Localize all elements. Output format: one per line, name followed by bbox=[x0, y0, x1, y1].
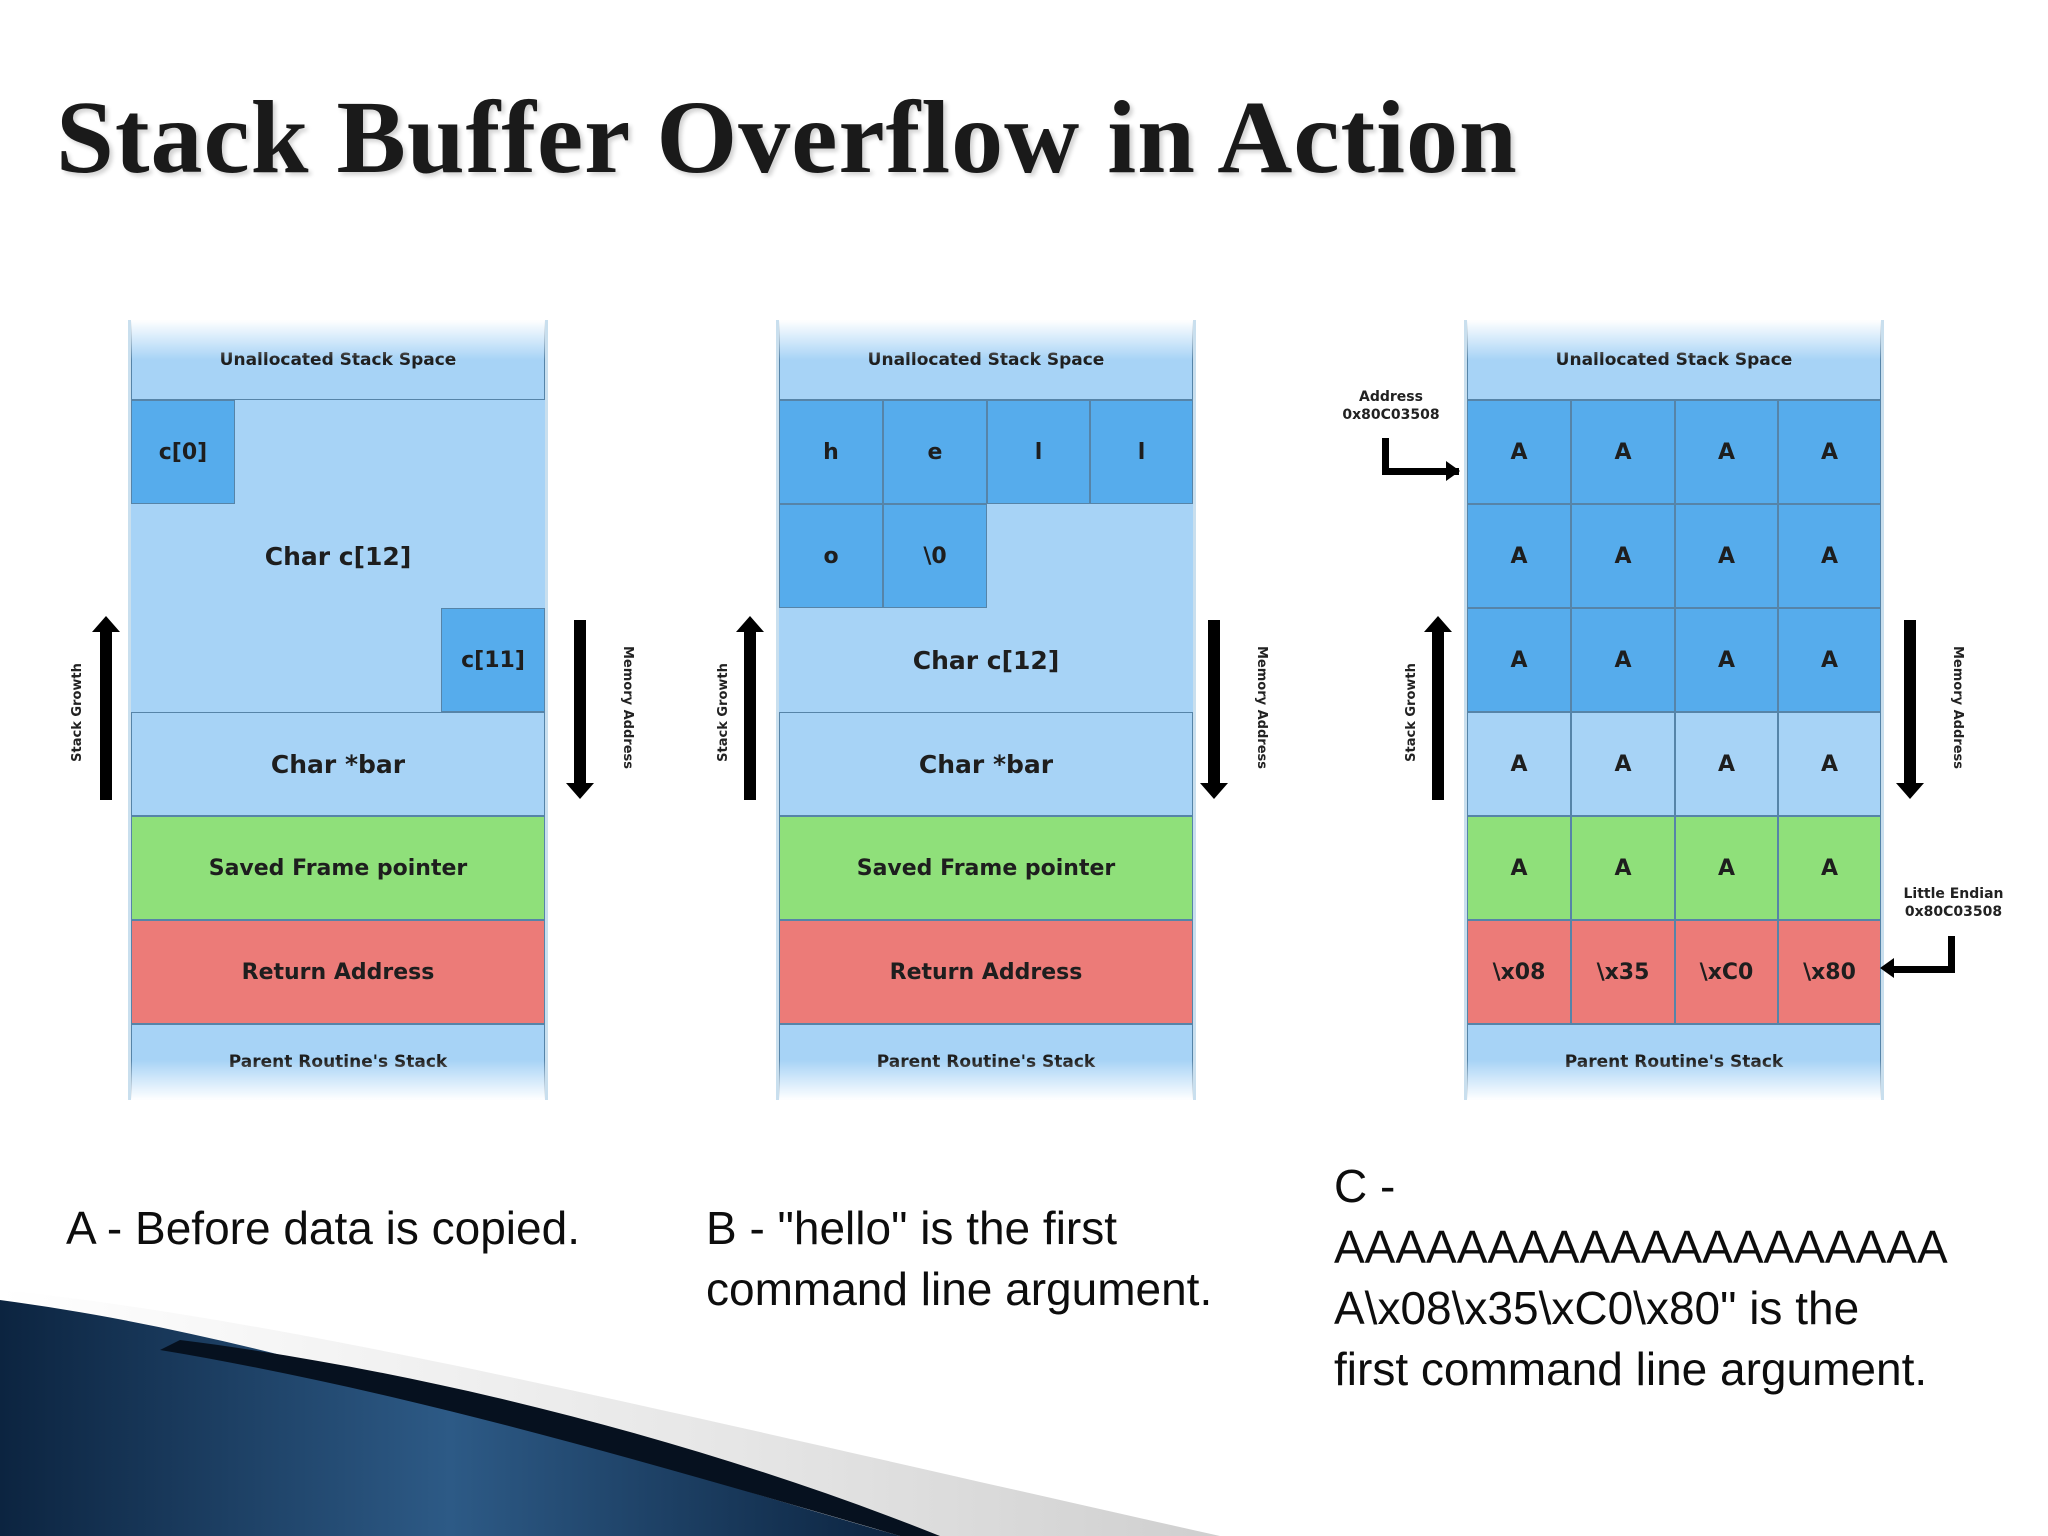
memory-address-label: Memory Address bbox=[620, 645, 636, 770]
unallocated-stack-space: Unallocated Stack Space bbox=[131, 320, 545, 400]
caption-c-line: C - bbox=[1334, 1160, 1396, 1212]
parent-routine-stack: Parent Routine's Stack bbox=[779, 1024, 1193, 1100]
buffer-cell: l bbox=[987, 400, 1090, 504]
little-endian-value: 0x80C03508 bbox=[1904, 904, 2003, 920]
stack-growth-label: Stack Growth bbox=[1403, 663, 1419, 762]
address-value: 0x80C03508 bbox=[1342, 407, 1440, 423]
memory-address-arrow-icon bbox=[1896, 620, 1924, 799]
return-address-byte: \x35 bbox=[1571, 920, 1675, 1024]
overflow-cell-bar: A bbox=[1778, 712, 1881, 816]
caption-b: B - "hello" is the first command line ar… bbox=[706, 1202, 1213, 1315]
char-buffer-label: Char c[12] bbox=[912, 645, 1060, 675]
stack-diagram-c: Unallocated Stack Space A A A A A A A A … bbox=[1464, 320, 1884, 1100]
overflow-cell: A bbox=[1571, 608, 1675, 712]
overflow-cell: A bbox=[1467, 504, 1571, 608]
overflow-cell-frame: A bbox=[1675, 816, 1778, 920]
stack-diagram-b: Unallocated Stack Space h e l l o \0 Cha… bbox=[776, 320, 1196, 1100]
return-address: Return Address bbox=[131, 920, 545, 1024]
address-pointer-arrowhead-icon bbox=[1446, 461, 1460, 481]
overflow-cell-frame: A bbox=[1778, 816, 1881, 920]
address-label: Address bbox=[1359, 389, 1423, 405]
caption-c-line: A\x08\x35\xC0\x80" is the bbox=[1334, 1282, 1860, 1334]
return-address: Return Address bbox=[779, 920, 1193, 1024]
overflow-cell: A bbox=[1778, 400, 1881, 504]
return-address-byte: \xC0 bbox=[1675, 920, 1778, 1024]
stack-growth-label: Stack Growth bbox=[69, 663, 85, 762]
saved-frame-pointer: Saved Frame pointer bbox=[131, 816, 545, 920]
endian-pointer-arrowhead-icon bbox=[1880, 958, 1894, 978]
endian-pointer-arrow-icon bbox=[1892, 936, 1955, 973]
overflow-cell-frame: A bbox=[1571, 816, 1675, 920]
char-buffer-label: Char c[12] bbox=[264, 541, 412, 571]
address-pointer-arrow-icon bbox=[1382, 438, 1459, 475]
caption-c-line: AAAAAAAAAAAAAAAAAAAA bbox=[1334, 1221, 1948, 1273]
buffer-cell: e bbox=[883, 400, 987, 504]
unallocated-stack-space: Unallocated Stack Space bbox=[1467, 320, 1881, 400]
stack-growth-arrow-icon bbox=[1424, 616, 1452, 800]
stack-growth-arrow-icon bbox=[92, 616, 120, 800]
caption-a: A - Before data is copied. bbox=[66, 1202, 580, 1254]
stack-diagram-a: Unallocated Stack Space c[0] Char c[12] … bbox=[128, 320, 548, 1100]
buffer-cell: l bbox=[1090, 400, 1193, 504]
overflow-cell: A bbox=[1675, 608, 1778, 712]
saved-frame-pointer: Saved Frame pointer bbox=[779, 816, 1193, 920]
return-address-byte: \x08 bbox=[1467, 920, 1571, 1024]
memory-address-arrow-icon bbox=[566, 620, 594, 799]
buffer-cell-c11: c[11] bbox=[441, 608, 545, 712]
overflow-cell: A bbox=[1571, 400, 1675, 504]
char-bar-pointer: Char *bar bbox=[779, 712, 1193, 816]
char-bar-pointer: Char *bar bbox=[131, 712, 545, 816]
little-endian-annotation: Little Endian 0x80C03508 bbox=[1886, 885, 2021, 921]
overflow-cell-bar: A bbox=[1467, 712, 1571, 816]
overflow-cell: A bbox=[1571, 504, 1675, 608]
caption-c: C - AAAAAAAAAAAAAAAAAAAA A\x08\x35\xC0\x… bbox=[1334, 1156, 2034, 1400]
address-annotation: Address 0x80C03508 bbox=[1316, 388, 1466, 424]
overflow-cell: A bbox=[1467, 400, 1571, 504]
overflow-cell: A bbox=[1778, 504, 1881, 608]
overflow-cell-bar: A bbox=[1675, 712, 1778, 816]
overflow-cell: A bbox=[1675, 400, 1778, 504]
buffer-cell-c0: c[0] bbox=[131, 400, 235, 504]
caption-c-line: first command line argument. bbox=[1334, 1343, 1928, 1395]
buffer-cell: \0 bbox=[883, 504, 987, 608]
unallocated-stack-space: Unallocated Stack Space bbox=[779, 320, 1193, 400]
memory-address-label: Memory Address bbox=[1254, 645, 1270, 770]
little-endian-label: Little Endian bbox=[1903, 886, 2004, 902]
overflow-cell: A bbox=[1467, 608, 1571, 712]
return-address-byte: \x80 bbox=[1778, 920, 1881, 1024]
slide-title: Stack Buffer Overflow in Action bbox=[56, 80, 1518, 195]
overflow-cell: A bbox=[1778, 608, 1881, 712]
memory-address-label: Memory Address bbox=[1950, 645, 1966, 770]
stack-growth-arrow-icon bbox=[736, 616, 764, 800]
stack-growth-label: Stack Growth bbox=[715, 663, 731, 762]
buffer-cell: o bbox=[779, 504, 883, 608]
overflow-cell-frame: A bbox=[1467, 816, 1571, 920]
parent-routine-stack: Parent Routine's Stack bbox=[131, 1024, 545, 1100]
memory-address-arrow-icon bbox=[1200, 620, 1228, 799]
overflow-cell-bar: A bbox=[1571, 712, 1675, 816]
overflow-cell: A bbox=[1675, 504, 1778, 608]
parent-routine-stack: Parent Routine's Stack bbox=[1467, 1024, 1881, 1100]
buffer-cell: h bbox=[779, 400, 883, 504]
